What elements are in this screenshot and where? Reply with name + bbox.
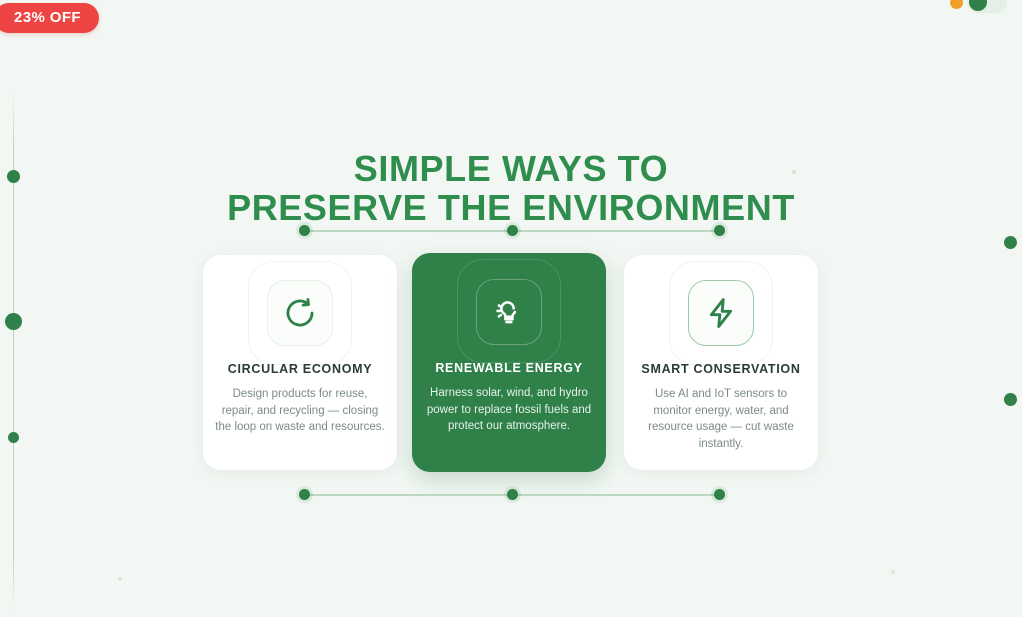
toggle-switch-on-icon[interactable] bbox=[967, 0, 1007, 13]
lightning-bolt-icon bbox=[688, 280, 754, 346]
connector-node-top-2 bbox=[507, 225, 518, 236]
rail-node-left-2 bbox=[5, 313, 22, 330]
orange-dot-icon bbox=[950, 0, 963, 9]
decorative-speck bbox=[792, 170, 796, 174]
feature-card-list: CIRCULAR ECONOMY Design products for reu… bbox=[203, 253, 821, 472]
decorative-speck bbox=[891, 570, 895, 574]
connector-node-bottom-2 bbox=[507, 489, 518, 500]
icon-halo bbox=[457, 259, 561, 363]
left-vertical-rail bbox=[13, 92, 14, 612]
page-title-line-1: SIMPLE WAYS TO bbox=[353, 148, 669, 190]
feature-card-title: RENEWABLE ENERGY bbox=[435, 361, 583, 375]
discount-badge[interactable]: 23% OFF bbox=[0, 3, 99, 33]
page-title: SIMPLE WAYS TO PRESERVE THE ENVIRONMENT bbox=[0, 148, 1022, 228]
connector-node-top-3 bbox=[714, 225, 725, 236]
feature-card-smart-conservation[interactable]: SMART CONSERVATION Use AI and IoT sensor… bbox=[624, 255, 818, 470]
connector-node-bottom-1 bbox=[299, 489, 310, 500]
connector-node-top-1 bbox=[299, 225, 310, 236]
toggle-knob bbox=[969, 0, 987, 11]
page-title-line-2: PRESERVE THE ENVIRONMENT bbox=[227, 186, 795, 228]
feature-card-description: Design products for reuse, repair, and r… bbox=[215, 388, 385, 433]
lightbulb-idea-icon bbox=[476, 279, 542, 345]
rail-node-left-1 bbox=[7, 170, 20, 183]
orange-crescent-icon bbox=[1007, 0, 1022, 22]
icon-halo bbox=[248, 261, 352, 365]
feature-card-title: SMART CONSERVATION bbox=[641, 362, 801, 376]
rail-node-right-2 bbox=[1004, 393, 1017, 406]
rail-node-right-1 bbox=[1004, 236, 1017, 249]
connector-node-bottom-3 bbox=[714, 489, 725, 500]
recycle-loop-icon bbox=[267, 280, 333, 346]
icon-halo bbox=[669, 261, 773, 365]
feature-card-renewable-energy[interactable]: RENEWABLE ENERGY Harness solar, wind, an… bbox=[412, 253, 606, 472]
feature-card-title: CIRCULAR ECONOMY bbox=[227, 362, 373, 376]
rail-node-left-3 bbox=[8, 432, 19, 443]
feature-card-description: Use AI and IoT sensors to monitor energy… bbox=[648, 388, 794, 450]
feature-card-description: Harness solar, wind, and hydro power to … bbox=[426, 387, 592, 432]
feature-card-circular-economy[interactable]: CIRCULAR ECONOMY Design products for reu… bbox=[203, 255, 397, 470]
decorative-speck bbox=[118, 577, 122, 581]
